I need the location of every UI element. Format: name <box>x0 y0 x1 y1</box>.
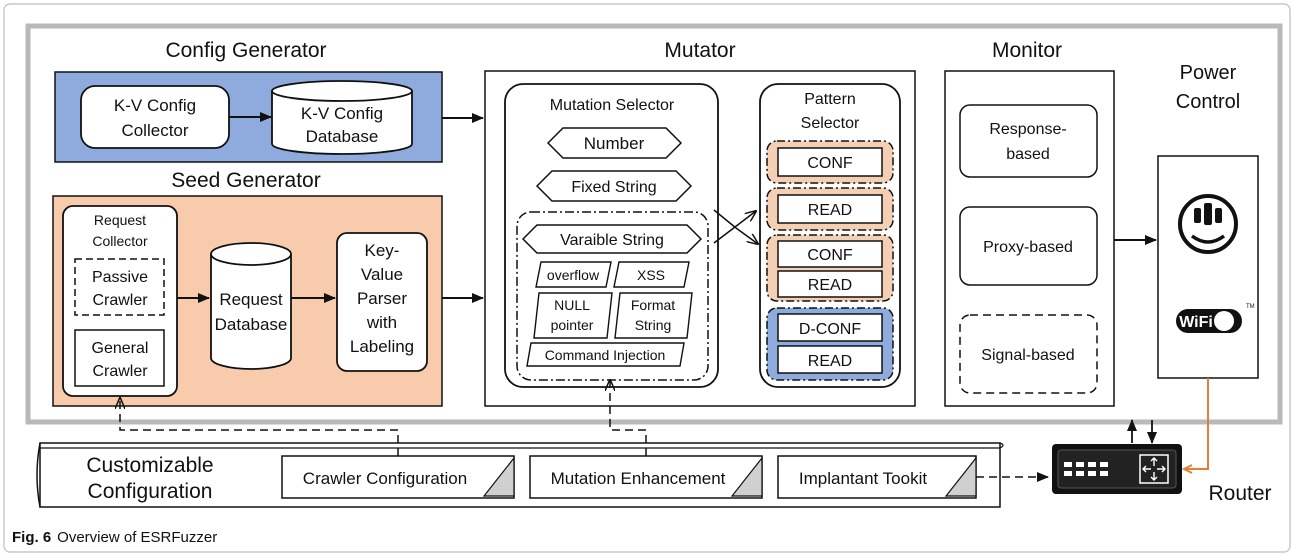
implantant-tookit-label: Implantant Tookit <box>799 469 927 488</box>
format-string-node <box>614 292 693 339</box>
dashed-arrow-to-mutation <box>610 380 647 456</box>
configuration-title-line2: Configuration <box>88 480 213 503</box>
configuration-title-line1: Customizable <box>86 454 213 477</box>
parser-line2: Value <box>361 265 403 284</box>
kv-database-line2: Database <box>306 127 379 146</box>
wifi-tm: TM <box>1246 304 1255 310</box>
request-collector-line2: Collector <box>92 233 148 249</box>
null-pointer-line2: pointer <box>551 317 594 333</box>
pattern-selector-title-line2: Selector <box>801 115 860 132</box>
signal-based-label: Signal-based <box>981 347 1074 364</box>
number-label: Number <box>584 134 645 153</box>
crawler-configuration-page-curl <box>482 456 515 497</box>
caption-prefix: Fig. 6 <box>12 529 51 546</box>
monitor-title: Monitor <box>992 39 1062 62</box>
parser-line3: Parser <box>357 289 407 308</box>
format-string-line2: String <box>635 317 672 333</box>
caption-text: Overview of ESRFuzzer <box>57 529 217 546</box>
pattern-read-box-1 <box>777 194 883 224</box>
mutator-title: Mutator <box>664 39 735 62</box>
fixed-string-label: Fixed String <box>571 179 656 196</box>
kv-database-line1: K-V Config <box>301 104 383 123</box>
config-generator-title: Config Generator <box>165 39 326 62</box>
mutation-enhancement <box>529 455 763 499</box>
response-based-line2: based <box>1006 146 1050 163</box>
response-based-line1: Response- <box>989 121 1066 138</box>
proxy-based-label: Proxy-based <box>983 239 1073 256</box>
parser-line1: Key- <box>365 241 400 260</box>
implantant-tookit <box>777 455 977 499</box>
pattern-conf-label-2: CONF <box>807 247 853 264</box>
passive-crawler-line1: Passive <box>92 269 148 286</box>
seed-generator-title: Seed Generator <box>171 169 320 192</box>
request-database-line2: Database <box>215 315 288 334</box>
crawler-configuration-label: Crawler Configuration <box>303 469 467 488</box>
kv-collector-line1: K-V Config <box>114 96 196 115</box>
power-to-router-arrowhead <box>1181 464 1193 474</box>
request-database-line1: Request <box>219 290 283 309</box>
pattern-selector-title-line1: Pattern <box>804 91 856 108</box>
null-pointer-line1: NULL <box>554 297 590 313</box>
number-node <box>546 127 683 159</box>
proxy-based <box>959 206 1098 286</box>
power-control-title-line2: Control <box>1176 91 1240 113</box>
signal-based <box>959 314 1098 394</box>
pattern-dconf-label: D-CONF <box>799 321 861 338</box>
power-socket-icon <box>1178 194 1238 254</box>
mutation-enhancement-page-curl <box>730 456 763 497</box>
mutation-selector-title: Mutation Selector <box>550 97 675 114</box>
parser-line4: with <box>366 313 397 332</box>
variable-string-node <box>521 224 703 254</box>
pattern-dconf-box <box>777 313 883 342</box>
command-injection-label: Command Injection <box>545 347 666 363</box>
power-control-title-line1: Power <box>1180 62 1237 84</box>
router-icon <box>1052 444 1182 494</box>
overflow-node <box>535 261 612 288</box>
pattern-conf-label-1: CONF <box>807 155 853 172</box>
format-string-line1: Format <box>631 297 675 313</box>
general-crawler <box>74 329 165 387</box>
pattern-read-label-2: READ <box>808 277 852 294</box>
wifi-logo-icon: WiFi TM <box>1176 304 1255 333</box>
xss-node <box>613 261 690 288</box>
kv-config-database <box>271 80 413 155</box>
null-pointer-node <box>533 292 613 339</box>
parser-line5: Labeling <box>350 337 414 356</box>
pattern-read-box-3 <box>777 345 883 374</box>
general-crawler-line2: Crawler <box>92 363 148 380</box>
mutation-enhancement-label: Mutation Enhancement <box>551 469 726 488</box>
pattern-read-label-1: READ <box>808 202 852 219</box>
variable-string-label: Varaible String <box>560 232 664 249</box>
pattern-read-label-3: READ <box>808 353 852 370</box>
request-database <box>210 242 292 370</box>
fixed-string-node <box>535 170 693 202</box>
selector-to-pattern-links <box>713 210 758 244</box>
key-value-parser <box>336 232 428 372</box>
response-based <box>959 104 1098 178</box>
power-to-router-line <box>1186 378 1209 470</box>
figure-caption: Fig. 6 Overview of ESRFuzzer <box>12 529 217 546</box>
pattern-read-box-2 <box>777 270 883 298</box>
passive-crawler <box>74 258 165 316</box>
general-crawler-line1: General <box>92 340 149 357</box>
pattern-conf-box-1 <box>777 147 883 177</box>
command-injection-node <box>526 342 685 367</box>
xss-label: XSS <box>637 267 665 283</box>
overflow-label: overflow <box>547 267 600 283</box>
power-control-panel <box>1157 155 1259 379</box>
request-collector-line1: Request <box>94 212 146 228</box>
router-label: Router <box>1208 482 1271 505</box>
kv-collector-line2: Collector <box>121 121 188 140</box>
wifi-text-wi: WiFi <box>1179 314 1213 331</box>
dashed-arrow-to-crawler <box>120 398 399 456</box>
passive-crawler-line2: Crawler <box>92 292 148 309</box>
pattern-conf-box-2 <box>777 240 883 268</box>
